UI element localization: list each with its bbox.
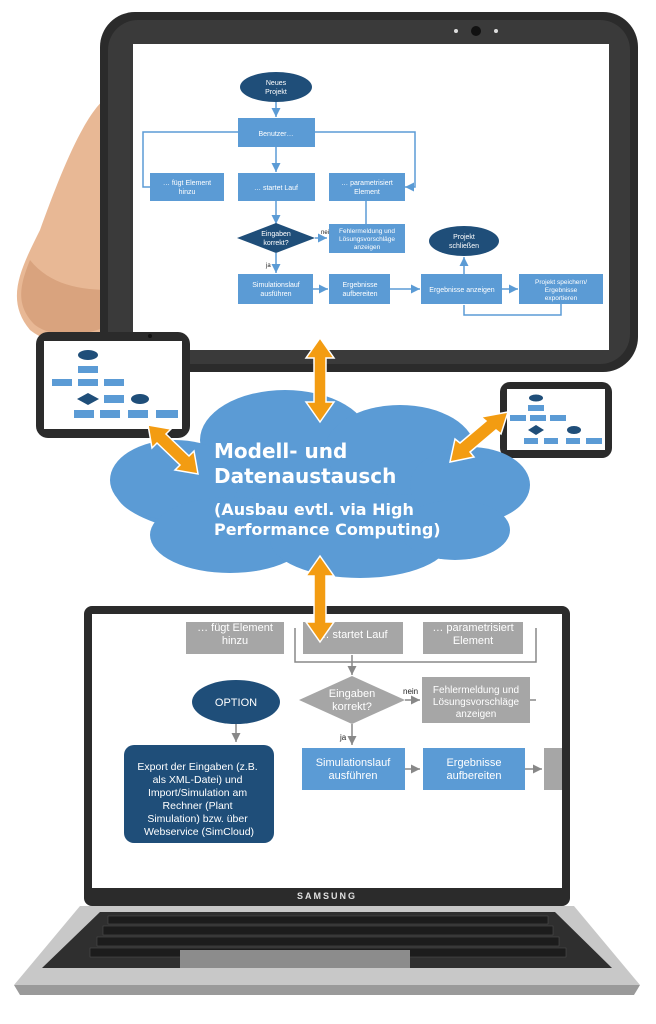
node-decision — [237, 223, 315, 253]
laptop-node-simulation — [302, 748, 405, 790]
small-tablet-right — [500, 382, 612, 458]
cloud: Modell- und Datenaustausch (Ausbau evtl.… — [110, 390, 530, 578]
cloud-title-line1: Modell- und — [214, 439, 347, 463]
laptop-node-export-label: Export der Eingaben (z.B. als XML-Datei)… — [137, 761, 260, 838]
laptop-node-error — [422, 677, 530, 723]
node-parametrize — [329, 173, 405, 201]
node-start-run-label: … startet Lauf — [254, 185, 298, 192]
node-show-results — [421, 274, 502, 304]
arrow-top — [304, 336, 336, 424]
node-error — [329, 224, 405, 253]
small-tablet-left — [36, 332, 190, 438]
touchpad — [180, 950, 410, 968]
laptop-brand: SAMSUNG — [297, 891, 357, 901]
laptop-node-export — [124, 745, 274, 843]
node-simulation — [238, 274, 313, 304]
cloud-subtitle-line1: (Ausbau evtl. via High — [214, 500, 414, 519]
cloud-title-line2: Datenaustausch — [214, 464, 396, 488]
node-add-element — [150, 173, 224, 201]
laptop-node-option-label: OPTION — [215, 697, 257, 709]
node-save-project — [519, 274, 603, 304]
node-user — [238, 118, 315, 147]
node-show-results-label: Ergebnisse anzeigen — [429, 287, 494, 294]
laptop-node-option — [192, 680, 280, 724]
node-prepare-results — [329, 274, 390, 304]
laptop-node-start-run-label: … startet Lauf — [318, 629, 388, 641]
cloud-subtitle-line2: Performance Computing) — [214, 520, 441, 539]
node-close-project — [429, 226, 499, 256]
laptop-node-decision — [299, 676, 405, 724]
node-new-project — [240, 72, 312, 102]
label-no: nein — [321, 230, 332, 236]
node-user-label: Benutzer… — [258, 131, 293, 138]
hand — [16, 95, 125, 344]
laptop-label-yes: ja — [339, 733, 347, 742]
exchange-arrows — [147, 336, 510, 644]
label-yes: ja — [265, 263, 271, 269]
arrow-right — [449, 411, 510, 463]
laptop-node-add-element — [186, 622, 284, 654]
laptop-label-no: nein — [403, 687, 418, 696]
laptop-node-parametrize — [423, 622, 523, 654]
node-start-run — [238, 173, 315, 201]
arrow-left — [147, 424, 199, 475]
laptop-node-prepare-results — [423, 748, 525, 790]
camera-icon — [471, 26, 481, 36]
arrow-bottom — [304, 554, 336, 644]
